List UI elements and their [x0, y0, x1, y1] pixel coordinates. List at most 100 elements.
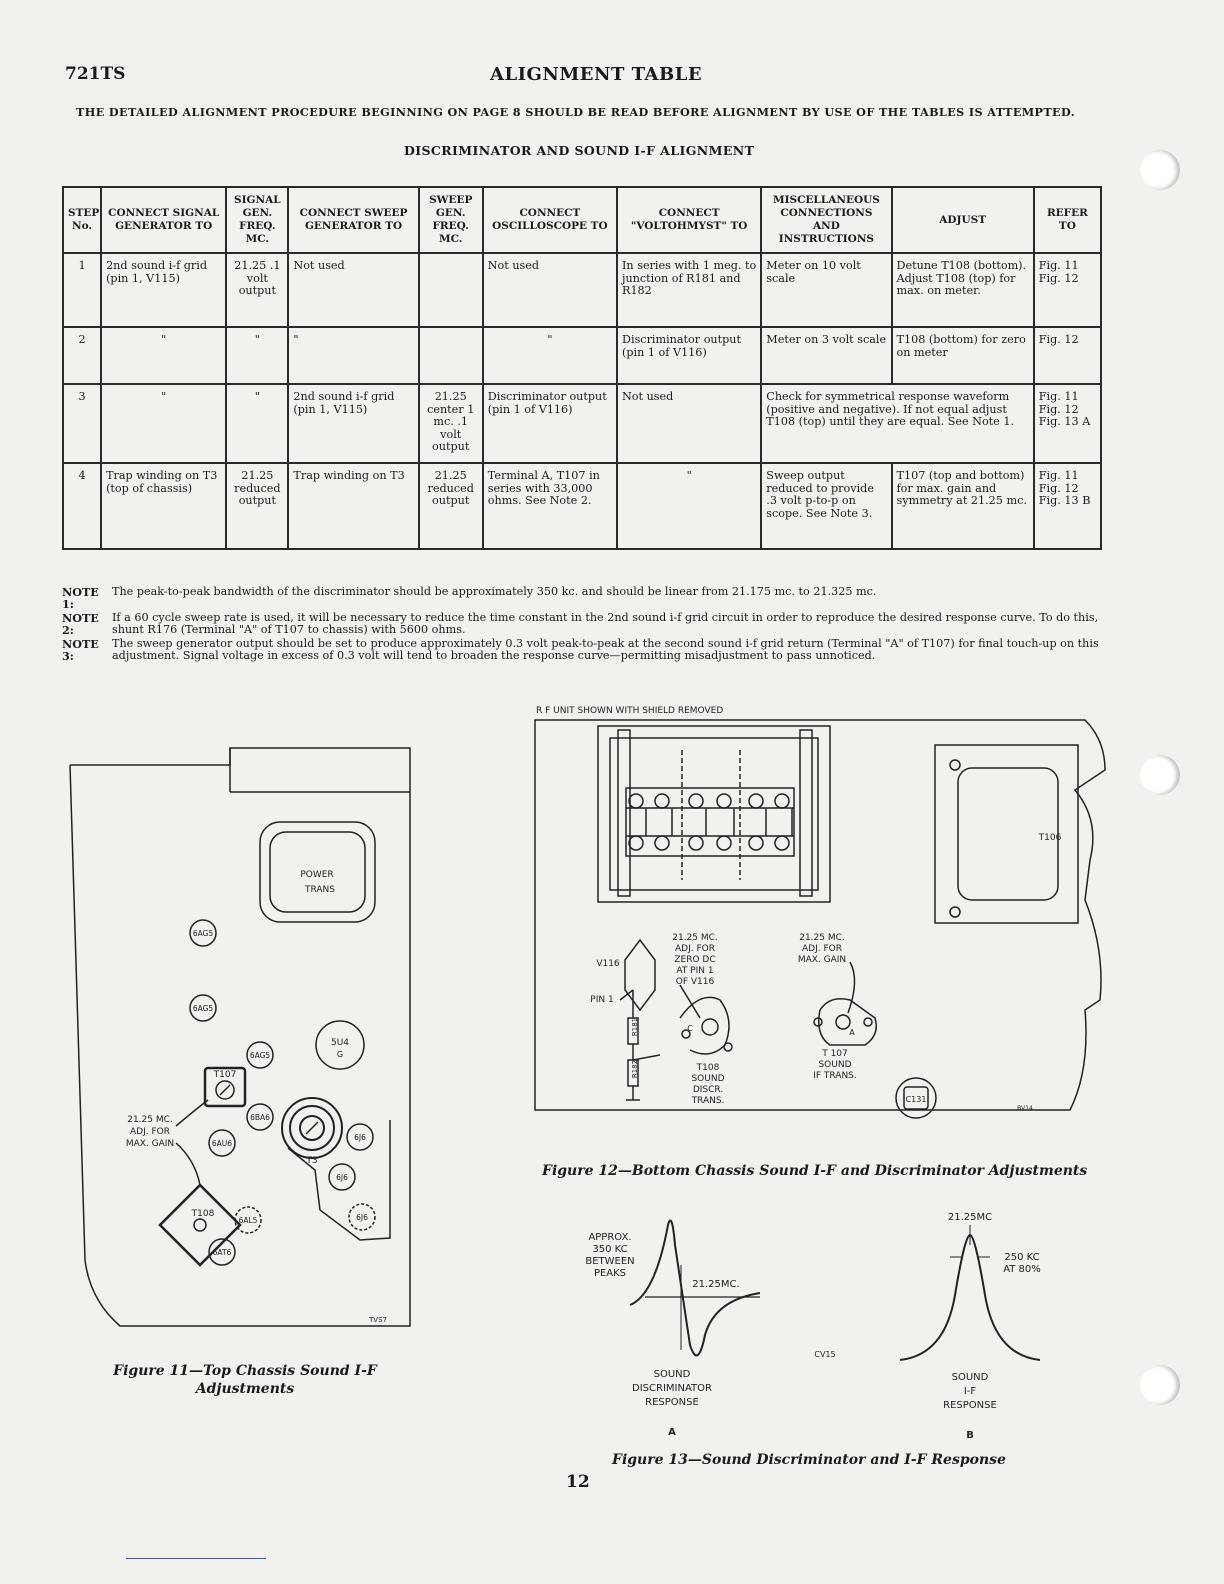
- callout-text: 21.25 MC.: [799, 933, 845, 943]
- table-cell: 2nd sound i-f grid (pin 1, V115): [100, 252, 228, 328]
- section-title: DISCRIMINATOR AND SOUND I-F ALIGNMENT: [404, 143, 755, 158]
- t108-label: DISCR.: [693, 1085, 723, 1095]
- table-cell: 21.25 .1 volt output: [225, 252, 290, 328]
- table-cell: 21.25 reduced output: [225, 462, 290, 550]
- bandwidth-note: 350 KC: [592, 1244, 627, 1255]
- tube-label: 6AL5: [239, 1216, 258, 1225]
- callout-text: AT PIN 1: [676, 966, 713, 976]
- col-header: SIGNAL GEN. FREQ. MC.: [225, 186, 290, 254]
- note-label: NOTE 1:: [62, 585, 99, 611]
- callout-text: ADJ. FOR: [130, 1127, 170, 1137]
- col-header: ADJUST: [890, 186, 1035, 254]
- tube-label: 6J6: [336, 1173, 348, 1182]
- response-label: I-F: [964, 1386, 977, 1397]
- tube-label: G: [337, 1050, 343, 1059]
- subfigure-letter: B: [966, 1430, 974, 1441]
- table-cell: Meter on 10 volt scale: [760, 252, 893, 328]
- callout-text: MAX. GAIN: [126, 1139, 174, 1149]
- figure-code: BV14: [1017, 1105, 1033, 1112]
- note-label: NOTE 2:: [62, 611, 99, 637]
- table-row: 3 " " 2nd sound i-f grid (pin 1, V115) 2…: [61, 383, 1103, 464]
- note-text: The peak-to-peak bandwidth of the discri…: [112, 585, 877, 598]
- table-cell: Fig. 11 Fig. 12: [1032, 252, 1103, 328]
- figure-code: TVS7: [368, 1316, 387, 1324]
- frequency-label: 21.25MC: [948, 1212, 992, 1223]
- t3-label: T3: [305, 1156, 317, 1166]
- bandwidth-note: APPROX.: [588, 1232, 631, 1243]
- pin1-label: PIN 1: [590, 995, 613, 1005]
- tube-label: 6BA6: [250, 1113, 270, 1122]
- table-cell: Trap winding on T3 (top of chassis): [100, 462, 228, 550]
- table-cell: 21.25 reduced output: [417, 462, 484, 550]
- callout-text: 21.25 MC.: [672, 933, 718, 943]
- table-cell: In series with 1 meg. to junction of R18…: [616, 252, 763, 328]
- tube-label: 6AU6: [212, 1139, 232, 1148]
- tube-label: 6AT6: [213, 1248, 232, 1257]
- table-cell: Not used: [616, 383, 763, 464]
- table-cell: Fig. 11 Fig. 12 Fig. 13 A: [1032, 383, 1103, 464]
- tube-label: 6J6: [356, 1213, 368, 1222]
- table-cell: Detune T108 (bottom). Adjust T108 (top) …: [890, 252, 1035, 328]
- notes: NOTE 1: The peak-to-peak bandwidth of th…: [62, 586, 1102, 664]
- terminal-c-label: C: [687, 1024, 693, 1033]
- figure-code: CV15: [814, 1350, 835, 1359]
- figure-13-diagram: APPROX. 350 KC BETWEEN PEAKS 21.25MC. SO…: [585, 1212, 1040, 1441]
- table-cell: Terminal A, T107 in series with 33,000 o…: [481, 462, 619, 550]
- col-header: CONNECT OSCILLOSCOPE TO: [481, 186, 619, 254]
- figure-heading: R F UNIT SHOWN WITH SHIELD REMOVED: [536, 706, 723, 716]
- table-cell: Not used: [287, 252, 420, 328]
- table-cell: 2nd sound i-f grid (pin 1, V115): [287, 383, 420, 464]
- table-cell: 3: [61, 383, 103, 464]
- table-cell: ": [100, 326, 228, 385]
- callout-text: ADJ. FOR: [802, 944, 842, 954]
- table-cell: [417, 326, 484, 385]
- col-header: MISCELLANEOUS CONNECTIONS AND INSTRUCTIO…: [760, 186, 893, 254]
- response-label: RESPONSE: [645, 1397, 699, 1408]
- col-header: CONNECT "VOLTOHMYST" TO: [616, 186, 763, 254]
- page-title: ALIGNMENT TABLE: [490, 64, 703, 85]
- t106-label: T106: [1038, 833, 1062, 843]
- table-cell: T107 (top and bottom) for max. gain and …: [890, 462, 1035, 550]
- response-label: RESPONSE: [943, 1400, 997, 1411]
- table-cell: Not used: [481, 252, 619, 328]
- alignment-table: STEP No. CONNECT SIGNAL GENERATOR TO SIG…: [61, 186, 1103, 550]
- callout-text: MAX. GAIN: [798, 955, 846, 965]
- power-trans-label: POWER: [300, 870, 333, 880]
- table-cell: ": [287, 326, 420, 385]
- scan-mark: [126, 1558, 266, 1559]
- tube-label: 6J6: [354, 1133, 366, 1142]
- callout-text: ADJ. FOR: [675, 944, 715, 954]
- response-label: DISCRIMINATOR: [632, 1383, 712, 1394]
- response-label: SOUND: [654, 1369, 691, 1380]
- tube-label: 5U4: [331, 1038, 349, 1048]
- table-cell: ": [481, 326, 619, 385]
- table-cell: ": [225, 326, 290, 385]
- table-cell: Fig. 11 Fig. 12 Fig. 13 B: [1032, 462, 1103, 550]
- t108-label: T108: [191, 1209, 215, 1219]
- table-cell: 2: [61, 326, 103, 385]
- table-row: 1 2nd sound i-f grid (pin 1, V115) 21.25…: [61, 252, 1103, 328]
- t107-label: SOUND: [818, 1060, 851, 1070]
- table-cell: 1: [61, 252, 103, 328]
- note-text: The sweep generator output should be set…: [112, 637, 1099, 662]
- bandwidth-note: 250 KC: [1004, 1252, 1039, 1263]
- table-cell: Fig. 12: [1032, 326, 1103, 385]
- table-cell: Trap winding on T3: [287, 462, 420, 550]
- subfigure-letter: A: [668, 1427, 676, 1438]
- t108-label: SOUND: [691, 1074, 724, 1084]
- callout-text: OF V116: [676, 977, 715, 987]
- r181-label: R181: [631, 1018, 639, 1036]
- t107-label: T107: [213, 1070, 237, 1080]
- t107-label: T 107: [821, 1049, 848, 1059]
- tube-label: 6AG5: [250, 1051, 271, 1060]
- note-label: NOTE 3:: [62, 637, 99, 663]
- col-header: STEP No.: [61, 186, 103, 254]
- punch-hole: [1140, 755, 1180, 795]
- v116-label: V116: [596, 959, 620, 969]
- table-cell: T108 (bottom) for zero on meter: [890, 326, 1035, 385]
- frequency-label: 21.25MC.: [692, 1279, 739, 1290]
- tube-label: 6AG5: [193, 1004, 214, 1013]
- power-trans-label: TRANS: [304, 885, 335, 895]
- col-header: CONNECT SWEEP GENERATOR TO: [287, 186, 420, 254]
- table-cell: Discriminator output (pin 1 of V116): [481, 383, 619, 464]
